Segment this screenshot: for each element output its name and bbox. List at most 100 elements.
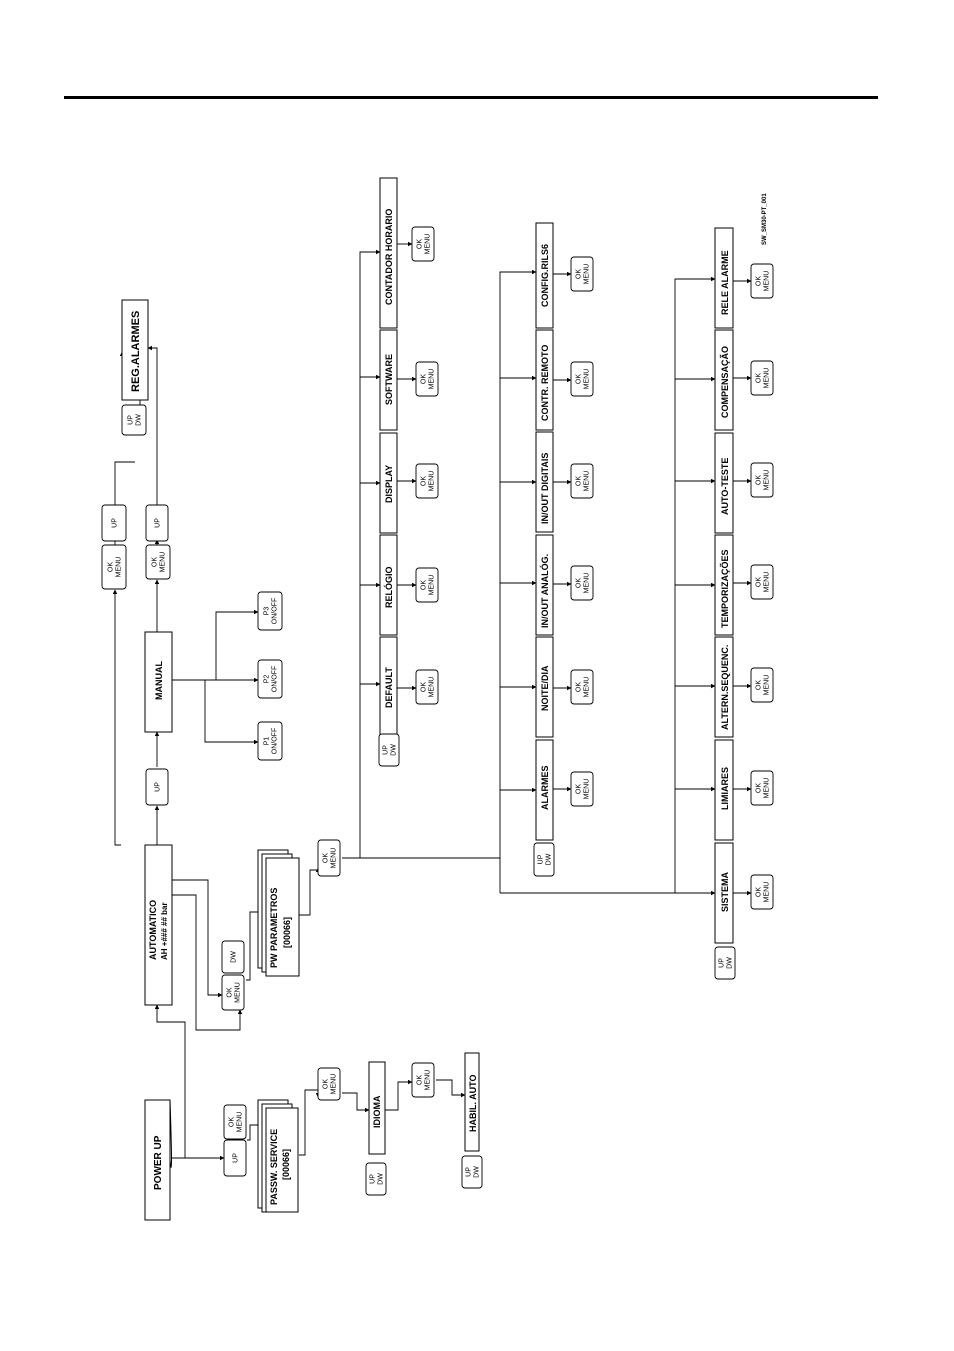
okmenu-button-automatico-label: OK — [227, 987, 234, 997]
okmenu-button-noitedia-label: OK — [576, 682, 583, 692]
label-compensacao: COMPENSAÇÃO — [720, 346, 730, 418]
okmenu-button-compensacao-label: OK — [756, 373, 763, 383]
block-contr-remoto — [535, 329, 554, 431]
label-contador-horario: CONTADOR HORARIO — [384, 209, 394, 305]
p2-button-label: ON/OFF — [272, 666, 279, 692]
okmenu-button-relogio-label: MENU — [429, 575, 436, 596]
okmenu-button-passw-label: OK — [323, 1079, 330, 1089]
updw-button-regalarmes-label: DW — [136, 414, 143, 426]
label-power-up: POWER UP — [153, 1135, 164, 1190]
okmenu-button-temporiz-label: MENU — [764, 572, 771, 593]
document-code: SW_SM30-PT_001 — [762, 193, 768, 245]
label-noite-dia: NOITE/DIA — [540, 665, 550, 711]
connector-bus-lower — [500, 276, 716, 894]
connector-up-regalarmes — [147, 345, 158, 505]
label-sistema: SISTEMA — [720, 871, 730, 912]
okmenu-button-limiares-label: MENU — [764, 778, 771, 799]
label-temporizacoes: TEMPORIZAÇÕES — [720, 549, 730, 628]
block-automatico — [144, 844, 173, 1006]
label-in-out-digitais: IN/OUT DIGITAIS — [540, 453, 550, 524]
okmenu-button-temporiz-label: OK — [756, 577, 763, 587]
okmenu-button-inoutdig-label: OK — [576, 476, 583, 486]
block-in-out-analog — [535, 534, 554, 636]
up-button-powerup-label: UP — [233, 1153, 240, 1163]
okmenu-button-manual-label: MENU — [160, 552, 167, 573]
okmenu-button-contrremoto-label: OK — [576, 374, 583, 384]
block-config-rs — [535, 222, 554, 329]
updw-button-upper-label: DW — [391, 744, 398, 756]
connector-automatico-okmenu — [112, 589, 121, 846]
connector-automatico-okmenu2 — [172, 879, 223, 998]
okmenu-button-automatico-label: MENU — [235, 982, 242, 1003]
updw-button-lower-label: DW — [727, 957, 734, 969]
label-limiares: LIMIARES — [720, 767, 730, 810]
up-button-powerup: UP — [223, 1139, 247, 1177]
okmenu-button-config-label: MENU — [584, 264, 591, 285]
dw-button: DW — [221, 940, 245, 974]
p1-button-label: P1 — [264, 737, 271, 746]
okmenu-button-automatico-top-label: MENU — [116, 557, 123, 578]
connector-pwparam-okmenu — [299, 867, 321, 916]
up-button-top: UP — [101, 504, 127, 542]
block-compensacao — [714, 329, 734, 431]
okmenu-button-autoteste-label: MENU — [764, 470, 771, 491]
okmenu-button-inoutanalog-label: OK — [576, 578, 583, 588]
block-rele-alarme — [714, 227, 734, 329]
label-altern-sequenc: ALTERN.SEQUENC. — [720, 645, 730, 730]
label-auto-teste: AUTO-TESTE — [720, 458, 730, 515]
page-header-rule — [64, 96, 878, 99]
label-config-rs: CONFIG.RILS6 — [540, 244, 550, 307]
okmenu-button-automatico-top-label: OK — [108, 562, 115, 572]
block-power-up — [144, 1099, 171, 1221]
okmenu-button-relogio-label: OK — [421, 580, 428, 590]
label-pw-parametros: PW PARAMETROS — [269, 888, 279, 968]
block-manual — [144, 631, 173, 733]
p3-button-label: ON/OFF — [272, 598, 279, 624]
label-automatico-value: AH +### ## bar — [160, 902, 169, 960]
updw-button-regalarmes-label: UP — [128, 415, 135, 425]
label-rele-alarme: RELE ALARME — [720, 250, 730, 315]
up-button-automatico: UP — [145, 768, 169, 806]
okmenu-button-default-label: MENU — [429, 677, 436, 698]
block-temporizacoes — [714, 534, 734, 636]
block-pw-parametros — [265, 857, 300, 977]
updw-button-upper-label: UP — [383, 745, 390, 755]
block-contador-horario — [379, 177, 398, 329]
updw-button-middle-label: DW — [546, 853, 553, 865]
okmenu-button-altern-label: OK — [756, 680, 763, 690]
okmenu-button-software-label: MENU — [429, 369, 436, 390]
okmenu-button-manual-label: OK — [152, 557, 159, 567]
label-manual: MANUAL — [154, 661, 164, 700]
okmenu-button-rele-label: MENU — [764, 271, 771, 292]
label-passw-service: PASSW. SERVICE — [269, 1129, 279, 1205]
label-display: DISPLAY — [384, 465, 394, 503]
updw-button-habil-label: UP — [466, 1167, 473, 1177]
connector-okmenu-idioma — [342, 1092, 370, 1113]
okmenu-button-passw-label: MENU — [331, 1074, 338, 1095]
okmenu-button-rele-label: OK — [756, 276, 763, 286]
connector-idioma-okmenu — [385, 1079, 413, 1111]
okmenu-button-autoteste-label: OK — [756, 475, 763, 485]
label-relogio: RELÓGIO — [383, 566, 394, 608]
updw-button-habil-label: DW — [474, 1166, 481, 1178]
okmenu-button-service-label: OK — [229, 1117, 236, 1127]
block-sistema — [714, 842, 734, 944]
